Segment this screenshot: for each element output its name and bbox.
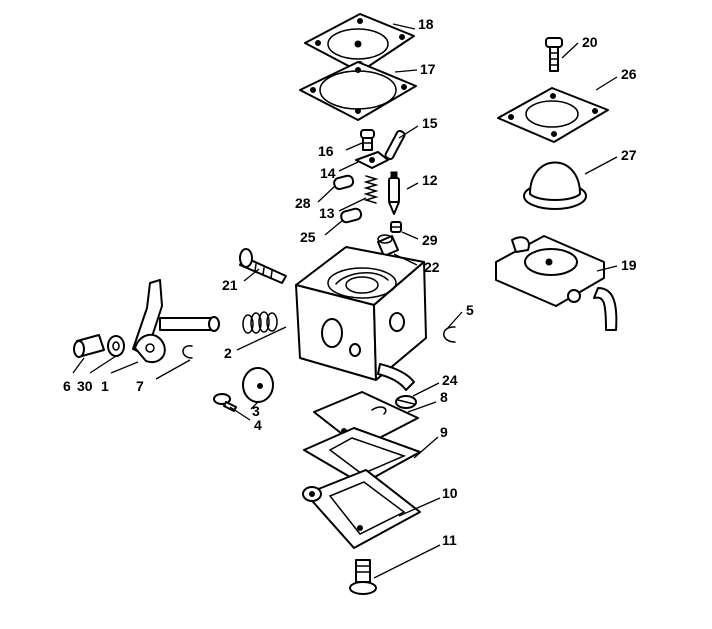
part-16-screw [360, 129, 375, 151]
part-30-washer [107, 335, 125, 357]
callout-10: 10 [442, 485, 458, 501]
callout-16: 16 [318, 143, 334, 159]
callout-3: 3 [252, 403, 260, 419]
callout-9: 9 [440, 424, 448, 440]
part-10-end-cover [302, 469, 421, 549]
part-5-circlip [443, 326, 456, 343]
leader-lines [72, 23, 618, 579]
callout-26: 26 [621, 66, 637, 82]
callout-20: 20 [582, 34, 598, 50]
part-6-bushing [73, 334, 105, 358]
callout-13: 13 [319, 205, 335, 221]
callout-25: 25 [300, 229, 316, 245]
callout-7: 7 [136, 378, 144, 394]
part-26-gasket [497, 87, 609, 143]
callout-12: 12 [422, 172, 438, 188]
callout-24: 24 [442, 372, 458, 388]
callout-15: 15 [422, 115, 438, 131]
part-11-screw [349, 559, 377, 595]
callout-19: 19 [621, 257, 637, 273]
callout-22: 22 [424, 259, 440, 275]
part-22-bushing [377, 234, 399, 257]
part-2-spring [242, 311, 278, 334]
part-15-pin [384, 129, 406, 161]
callout-17: 17 [420, 61, 436, 77]
callout-14: 14 [320, 165, 336, 181]
part-12-inlet-needle [388, 171, 400, 215]
callout-30: 30 [77, 378, 93, 394]
part-25-plug [340, 207, 363, 224]
part-7-circlip [182, 345, 193, 359]
part-1-lever [132, 279, 220, 364]
part-28-plug [333, 174, 355, 191]
part-19-pump-housing [495, 235, 618, 331]
part-18-diaphragm-cover [304, 13, 415, 73]
callout-11: 11 [442, 532, 457, 548]
carburetor-body [295, 246, 427, 391]
part-20-screw [545, 37, 563, 72]
part-24-screen [395, 395, 417, 409]
callout-21: 21 [222, 277, 238, 293]
part-17-gasket [299, 61, 417, 121]
callout-5: 5 [466, 302, 474, 318]
callout-27: 27 [621, 147, 637, 163]
callout-18: 18 [418, 16, 434, 32]
callout-2: 2 [224, 345, 232, 361]
callout-1: 1 [101, 378, 109, 394]
callout-28: 28 [295, 195, 311, 211]
callout-labels: 18 17 20 26 15 16 14 13 28 12 25 29 22 2… [63, 16, 637, 548]
part-29-jet [390, 221, 402, 233]
part-27-primer-bulb [523, 161, 587, 210]
callout-8: 8 [440, 389, 448, 405]
callout-4: 4 [254, 417, 262, 433]
part-21-shaft [239, 248, 287, 284]
callout-6: 6 [63, 378, 71, 394]
part-13-spring [363, 175, 379, 204]
part-14-lever [355, 151, 389, 169]
part-3-disc [242, 367, 274, 403]
part-4-screw [213, 393, 237, 412]
callout-29: 29 [422, 232, 438, 248]
